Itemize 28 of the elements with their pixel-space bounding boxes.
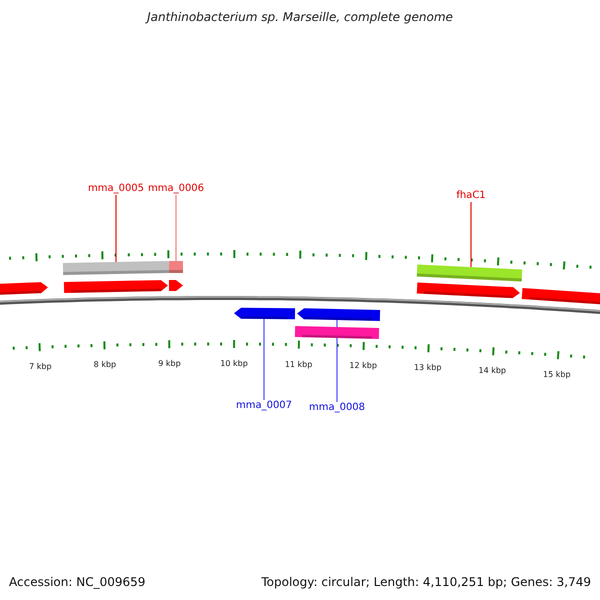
title: Janthinobacterium sp. Marseille, complete genome [144,10,454,24]
gene-feature [63,260,170,276]
accession-text: Accession: NC_009659 [9,575,146,589]
scale-label: 12 kbp [349,361,377,371]
scale-label: 10 kbp [220,359,248,370]
gene-feature [295,326,380,339]
scale-label: 15 kbp [543,370,571,380]
gene-feature [296,308,380,321]
gene-label: mma_0007 [236,400,292,412]
scale-label: 11 kbp [284,360,312,370]
gene-label: fhaC1 [456,190,486,202]
gene-feature [168,280,183,291]
gene-feature [234,307,295,319]
leader-line [470,202,472,268]
scale-label: 7 kbp [29,362,52,372]
genome-summary-text: Topology: circular; Length: 4,110,251 bp; Genes: 3,749 [261,575,591,589]
gene-feature [417,264,523,282]
gene-label: mma_0005 [88,183,144,195]
gene-feature [168,261,183,274]
scale-label: 8 kbp [94,360,116,370]
scale-label: 13 kbp [414,363,442,374]
gene-feature [416,282,520,299]
gene-feature [522,288,600,306]
gene-feature [0,282,48,296]
scale-label: 9 kbp [158,359,181,370]
gene-label: mma_0008 [308,402,366,414]
scale-label: 14 kbp [478,366,506,376]
gene-label: mma_0006 [148,183,204,195]
